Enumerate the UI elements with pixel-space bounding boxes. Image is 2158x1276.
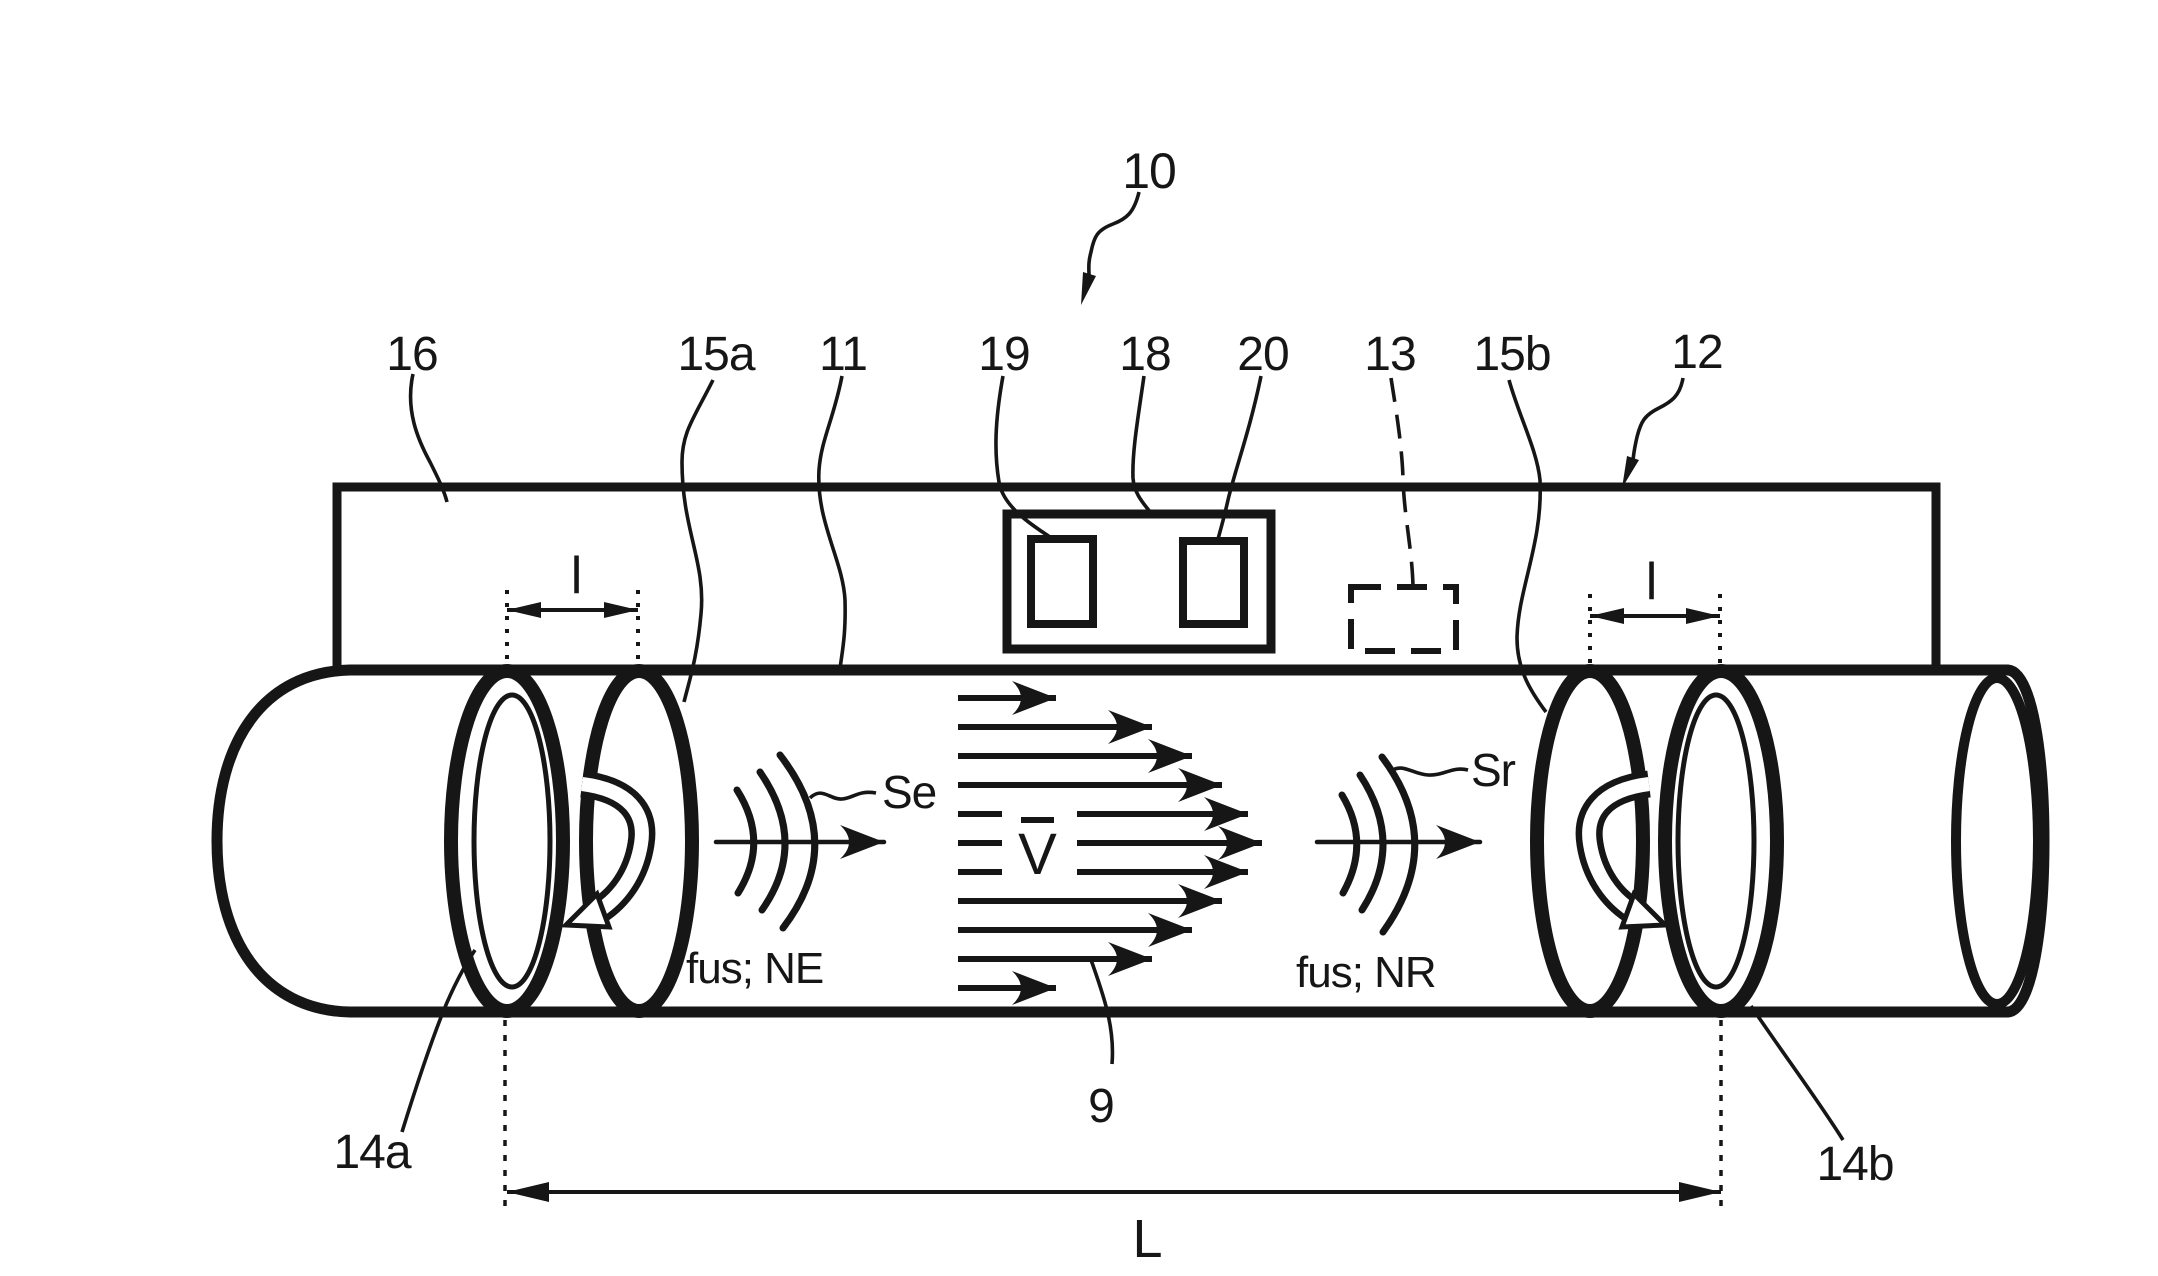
wave-front-left	[713, 751, 887, 932]
leader-14b	[1749, 1004, 1845, 1141]
component-box-19	[1027, 535, 1097, 628]
electronics-box-18	[1002, 509, 1276, 654]
leader-19	[994, 375, 1051, 539]
dimension-L: L	[503, 1020, 1723, 1269]
coil-15a	[579, 664, 699, 1018]
callout-20: 20	[1237, 328, 1288, 381]
leader-13	[1389, 377, 1415, 587]
callout-11: 11	[819, 328, 867, 381]
arrow-10	[1081, 191, 1141, 305]
pipe-end-face	[1951, 673, 2043, 1009]
label-sr: Sr	[1471, 744, 1516, 796]
leader-14a	[400, 949, 477, 1133]
leader-9	[1088, 956, 1115, 1065]
winding-arrowhead-left	[560, 889, 613, 930]
callout-18: 18	[1119, 328, 1170, 381]
pipe-body	[211, 664, 2050, 1018]
callout-19: 19	[978, 328, 1029, 381]
callout-9: 9	[1088, 1080, 1114, 1133]
dimension-L-label: L	[1132, 1209, 1161, 1269]
mean-velocity-symbol: V	[1018, 817, 1058, 887]
label-se: Se	[882, 766, 936, 818]
coil-14b-outer	[1658, 664, 1784, 1018]
dimension-l-left: l	[505, 547, 640, 664]
mean-velocity-label: V	[1018, 822, 1057, 887]
flow-profile	[958, 681, 1262, 1005]
callout-15b: 15b	[1473, 328, 1550, 381]
arrow-12	[1622, 377, 1685, 488]
component-box-20	[1179, 537, 1248, 628]
callout-14a: 14a	[333, 1126, 411, 1179]
electronics-unit	[1002, 509, 1459, 654]
dimension-l-left-label: l	[571, 547, 582, 605]
winding-arrow-left	[560, 770, 656, 930]
callout-16: 16	[386, 328, 437, 381]
dimension-l-right: l	[1588, 553, 1722, 668]
callout-labels: 10 16 15a 11 19 18 20 13 15b 12 14a 14b …	[333, 143, 1894, 1191]
leader-se	[808, 790, 877, 801]
coil-14b-inner	[1675, 692, 1757, 990]
leader-15b	[1507, 379, 1548, 714]
callout-14b: 14b	[1816, 1138, 1893, 1191]
signal-labels: Se Sr fus; NE fus; NR	[686, 744, 1517, 997]
callout-12: 12	[1671, 326, 1722, 379]
coil-14a-inner	[471, 692, 553, 990]
wave-front-right	[1314, 753, 1483, 936]
callout-10: 10	[1122, 143, 1176, 199]
leader-15a	[680, 379, 715, 703]
label-fus-nr: fus; NR	[1296, 948, 1436, 997]
callout-15a: 15a	[677, 328, 755, 381]
coil-15b	[1530, 664, 1650, 1018]
winding-arrowhead-right	[1618, 889, 1671, 930]
leader-11	[817, 375, 847, 670]
leader-lines	[400, 373, 1845, 1141]
leader-16	[408, 373, 449, 503]
measuring-tube	[211, 664, 2050, 1018]
winding-arrow-right	[1575, 770, 1671, 930]
leader-20	[1216, 375, 1263, 540]
coil-group	[444, 664, 1784, 1018]
coil-14a-outer	[444, 664, 570, 1018]
label-fus-ne: fus; NE	[686, 944, 823, 993]
leader-18	[1131, 375, 1153, 515]
dashed-box-13	[1348, 584, 1459, 654]
callout-13: 13	[1364, 328, 1415, 381]
dimension-l-right-label: l	[1646, 553, 1657, 611]
leader-sr	[1388, 766, 1469, 777]
